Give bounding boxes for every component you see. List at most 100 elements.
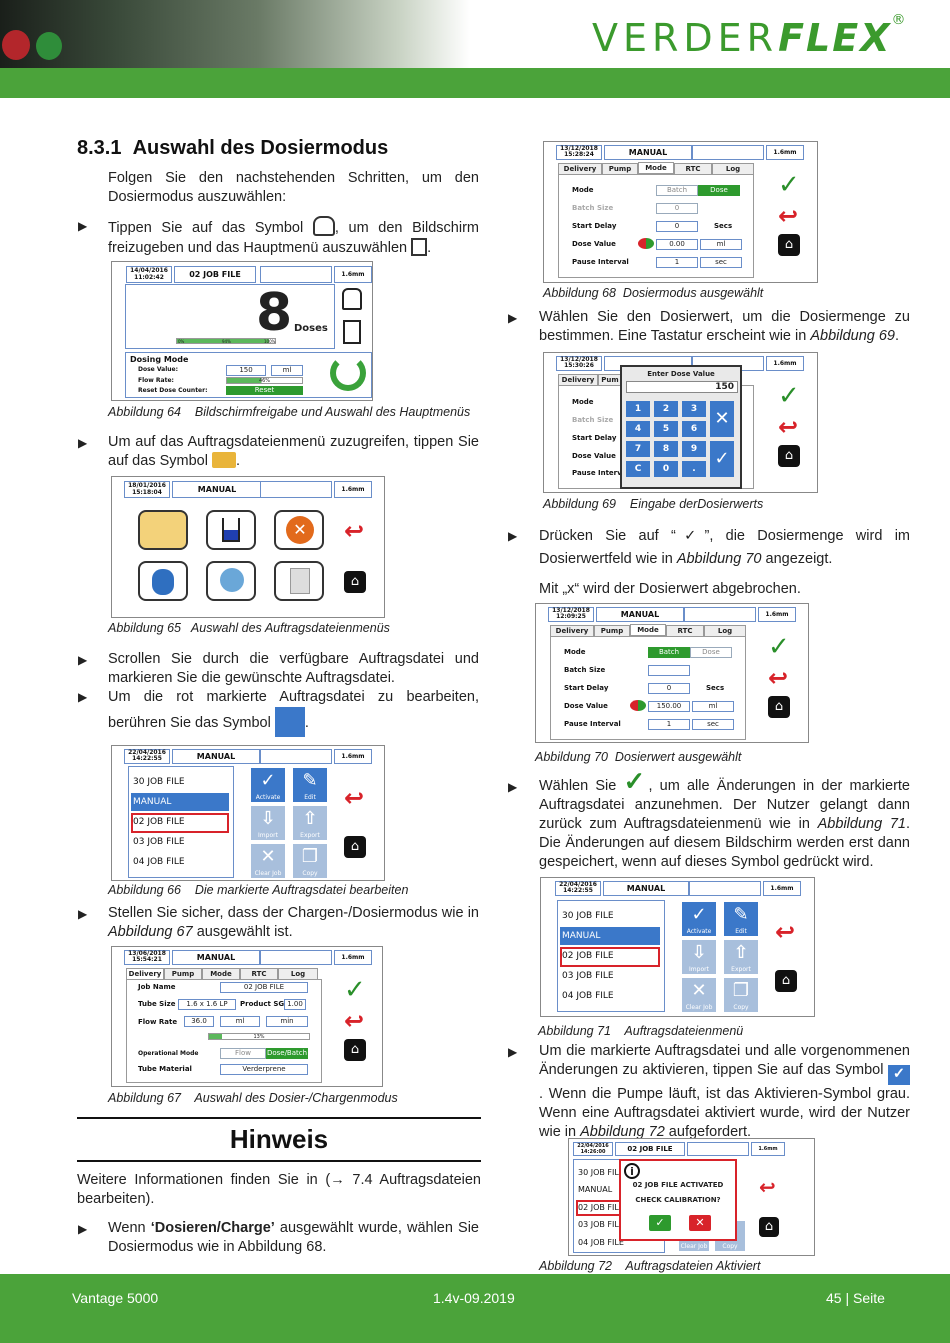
- clear-job-button[interactable]: ✕Clear Job: [251, 844, 285, 878]
- home-icon[interactable]: ⌂: [768, 696, 790, 718]
- document-icon[interactable]: [274, 561, 324, 601]
- tab-rtc[interactable]: RTC: [674, 163, 712, 175]
- list-item[interactable]: 30 JOB FILE: [133, 777, 185, 787]
- import-button[interactable]: ⇩Import: [251, 806, 285, 840]
- job-file-list[interactable]: 30 JOB FILE MANUAL 02 JOB FILE 03 JOB FI…: [128, 766, 234, 878]
- pause-unit-select[interactable]: sec: [692, 719, 734, 730]
- list-item[interactable]: 03 JOB FILE: [562, 971, 614, 981]
- dose-toggle[interactable]: Dose: [698, 185, 740, 196]
- check-icon[interactable]: ✓: [778, 170, 800, 200]
- key-6[interactable]: 6: [682, 421, 706, 437]
- product-sg-field[interactable]: 1.00: [284, 999, 306, 1010]
- dose-unit-select[interactable]: ml: [700, 239, 742, 250]
- export-button[interactable]: ⇧Export: [724, 940, 758, 974]
- key-8[interactable]: 8: [654, 441, 678, 457]
- refresh-icon[interactable]: [330, 355, 366, 391]
- flow-time-select[interactable]: min: [266, 1016, 308, 1027]
- tools-icon[interactable]: ✕: [274, 510, 324, 550]
- start-delay-field[interactable]: 0: [648, 683, 690, 694]
- back-arrow-icon[interactable]: ↩: [759, 1175, 776, 1199]
- job-file-list[interactable]: 30 JOB FILE MANUAL 02 JOB FILE 03 JOB FI…: [557, 900, 665, 1012]
- list-item-selected[interactable]: [131, 793, 229, 811]
- dose-toggle[interactable]: Dose: [690, 647, 732, 658]
- pause-interval-field[interactable]: 1: [656, 257, 698, 268]
- beaker-icon[interactable]: [206, 510, 256, 550]
- key-0[interactable]: 0: [654, 461, 678, 477]
- back-arrow-icon[interactable]: ↩: [775, 918, 796, 946]
- key-3[interactable]: 3: [682, 401, 706, 417]
- tab-rtc[interactable]: RTC: [240, 968, 278, 980]
- back-arrow-icon[interactable]: ↩: [344, 517, 365, 545]
- back-arrow-icon[interactable]: ↩: [768, 664, 789, 692]
- start-delay-field[interactable]: 0: [656, 221, 698, 232]
- tube-size-select[interactable]: 1.6 x 1.6 LP: [178, 999, 236, 1010]
- activate-button[interactable]: ✓Activate: [251, 768, 285, 802]
- check-icon[interactable]: ✓: [344, 975, 366, 1005]
- home-icon[interactable]: ⌂: [344, 836, 366, 858]
- dose-unit-select[interactable]: ml: [692, 701, 734, 712]
- home-icon[interactable]: ⌂: [344, 571, 366, 593]
- back-arrow-icon[interactable]: ↩: [344, 1007, 365, 1035]
- dose-batch-toggle[interactable]: Dose/Batch: [266, 1048, 308, 1059]
- activate-button[interactable]: ✓Activate: [682, 902, 716, 936]
- flow-rate-field[interactable]: 36.0: [184, 1016, 214, 1027]
- key-4[interactable]: 4: [626, 421, 650, 437]
- reset-button[interactable]: Reset: [226, 386, 303, 395]
- batch-size-field[interactable]: 0: [656, 203, 698, 214]
- copy-button[interactable]: ❐Copy: [293, 844, 327, 878]
- home-icon[interactable]: ⌂: [759, 1217, 779, 1237]
- home-icon[interactable]: ⌂: [344, 1039, 366, 1061]
- dose-value-field[interactable]: 0.00: [656, 239, 698, 250]
- list-item[interactable]: 04 JOB FILE: [578, 1238, 624, 1247]
- key-1[interactable]: 1: [626, 401, 650, 417]
- list-item-selected[interactable]: [560, 927, 660, 945]
- user-lock-icon[interactable]: [138, 561, 188, 601]
- import-button[interactable]: ⇩Import: [682, 940, 716, 974]
- calibrate-icon[interactable]: [630, 700, 646, 711]
- key-clear[interactable]: C: [626, 461, 650, 477]
- list-item[interactable]: 30 JOB FIL: [578, 1168, 619, 1177]
- home-icon[interactable]: ⌂: [778, 234, 800, 256]
- pause-unit-select[interactable]: sec: [700, 257, 742, 268]
- computer-icon[interactable]: [206, 561, 256, 601]
- dose-value-field[interactable]: 150.00: [648, 701, 690, 712]
- batch-size-field[interactable]: [648, 665, 690, 676]
- edit-button[interactable]: ✎Edit: [293, 768, 327, 802]
- cancel-key-icon[interactable]: ✕: [710, 401, 734, 437]
- tab-mode[interactable]: Mode: [638, 162, 674, 174]
- back-arrow-icon[interactable]: ↩: [778, 202, 799, 230]
- flow-mode-toggle[interactable]: Flow: [220, 1048, 266, 1059]
- job-files-icon[interactable]: [138, 510, 188, 550]
- check-icon[interactable]: ✓: [768, 632, 790, 662]
- tube-material-select[interactable]: Verderprene: [220, 1064, 308, 1075]
- copy-button[interactable]: ❐Copy: [724, 978, 758, 1012]
- list-item[interactable]: 03 JOB FILE: [133, 837, 185, 847]
- confirm-button[interactable]: ✓: [649, 1215, 671, 1231]
- dose-value-field[interactable]: 150: [226, 365, 266, 376]
- cancel-button[interactable]: ✕: [689, 1215, 711, 1231]
- home-icon[interactable]: ⌂: [778, 445, 800, 467]
- list-item[interactable]: 02 JOB FILE: [562, 951, 614, 961]
- list-item[interactable]: 04 JOB FILE: [562, 991, 614, 1001]
- main-menu-icon[interactable]: [343, 320, 361, 344]
- list-item[interactable]: MANUAL: [133, 797, 172, 807]
- pause-interval-field[interactable]: 1: [648, 719, 690, 730]
- list-item-marked[interactable]: [131, 813, 229, 833]
- key-5[interactable]: 5: [654, 421, 678, 437]
- key-2[interactable]: 2: [654, 401, 678, 417]
- clear-job-button[interactable]: ✕Clear Job: [682, 978, 716, 1012]
- edit-button[interactable]: ✎Edit: [724, 902, 758, 936]
- list-item[interactable]: 30 JOB FILE: [562, 911, 614, 921]
- list-item[interactable]: 02 JOB FILE: [133, 817, 185, 827]
- export-button[interactable]: ⇧Export: [293, 806, 327, 840]
- tab-mode[interactable]: Mode: [630, 624, 666, 636]
- home-icon[interactable]: ⌂: [775, 970, 797, 992]
- check-icon[interactable]: ✓: [778, 381, 800, 411]
- list-item[interactable]: 03 JOB FIL: [578, 1220, 619, 1229]
- list-item[interactable]: 02 JOB FIL: [578, 1203, 619, 1212]
- list-item-marked[interactable]: [560, 947, 660, 967]
- key-dot[interactable]: .: [682, 461, 706, 477]
- back-arrow-icon[interactable]: ↩: [778, 413, 799, 441]
- job-name-field[interactable]: 02 JOB FILE: [220, 982, 308, 993]
- flow-unit-select[interactable]: ml: [220, 1016, 260, 1027]
